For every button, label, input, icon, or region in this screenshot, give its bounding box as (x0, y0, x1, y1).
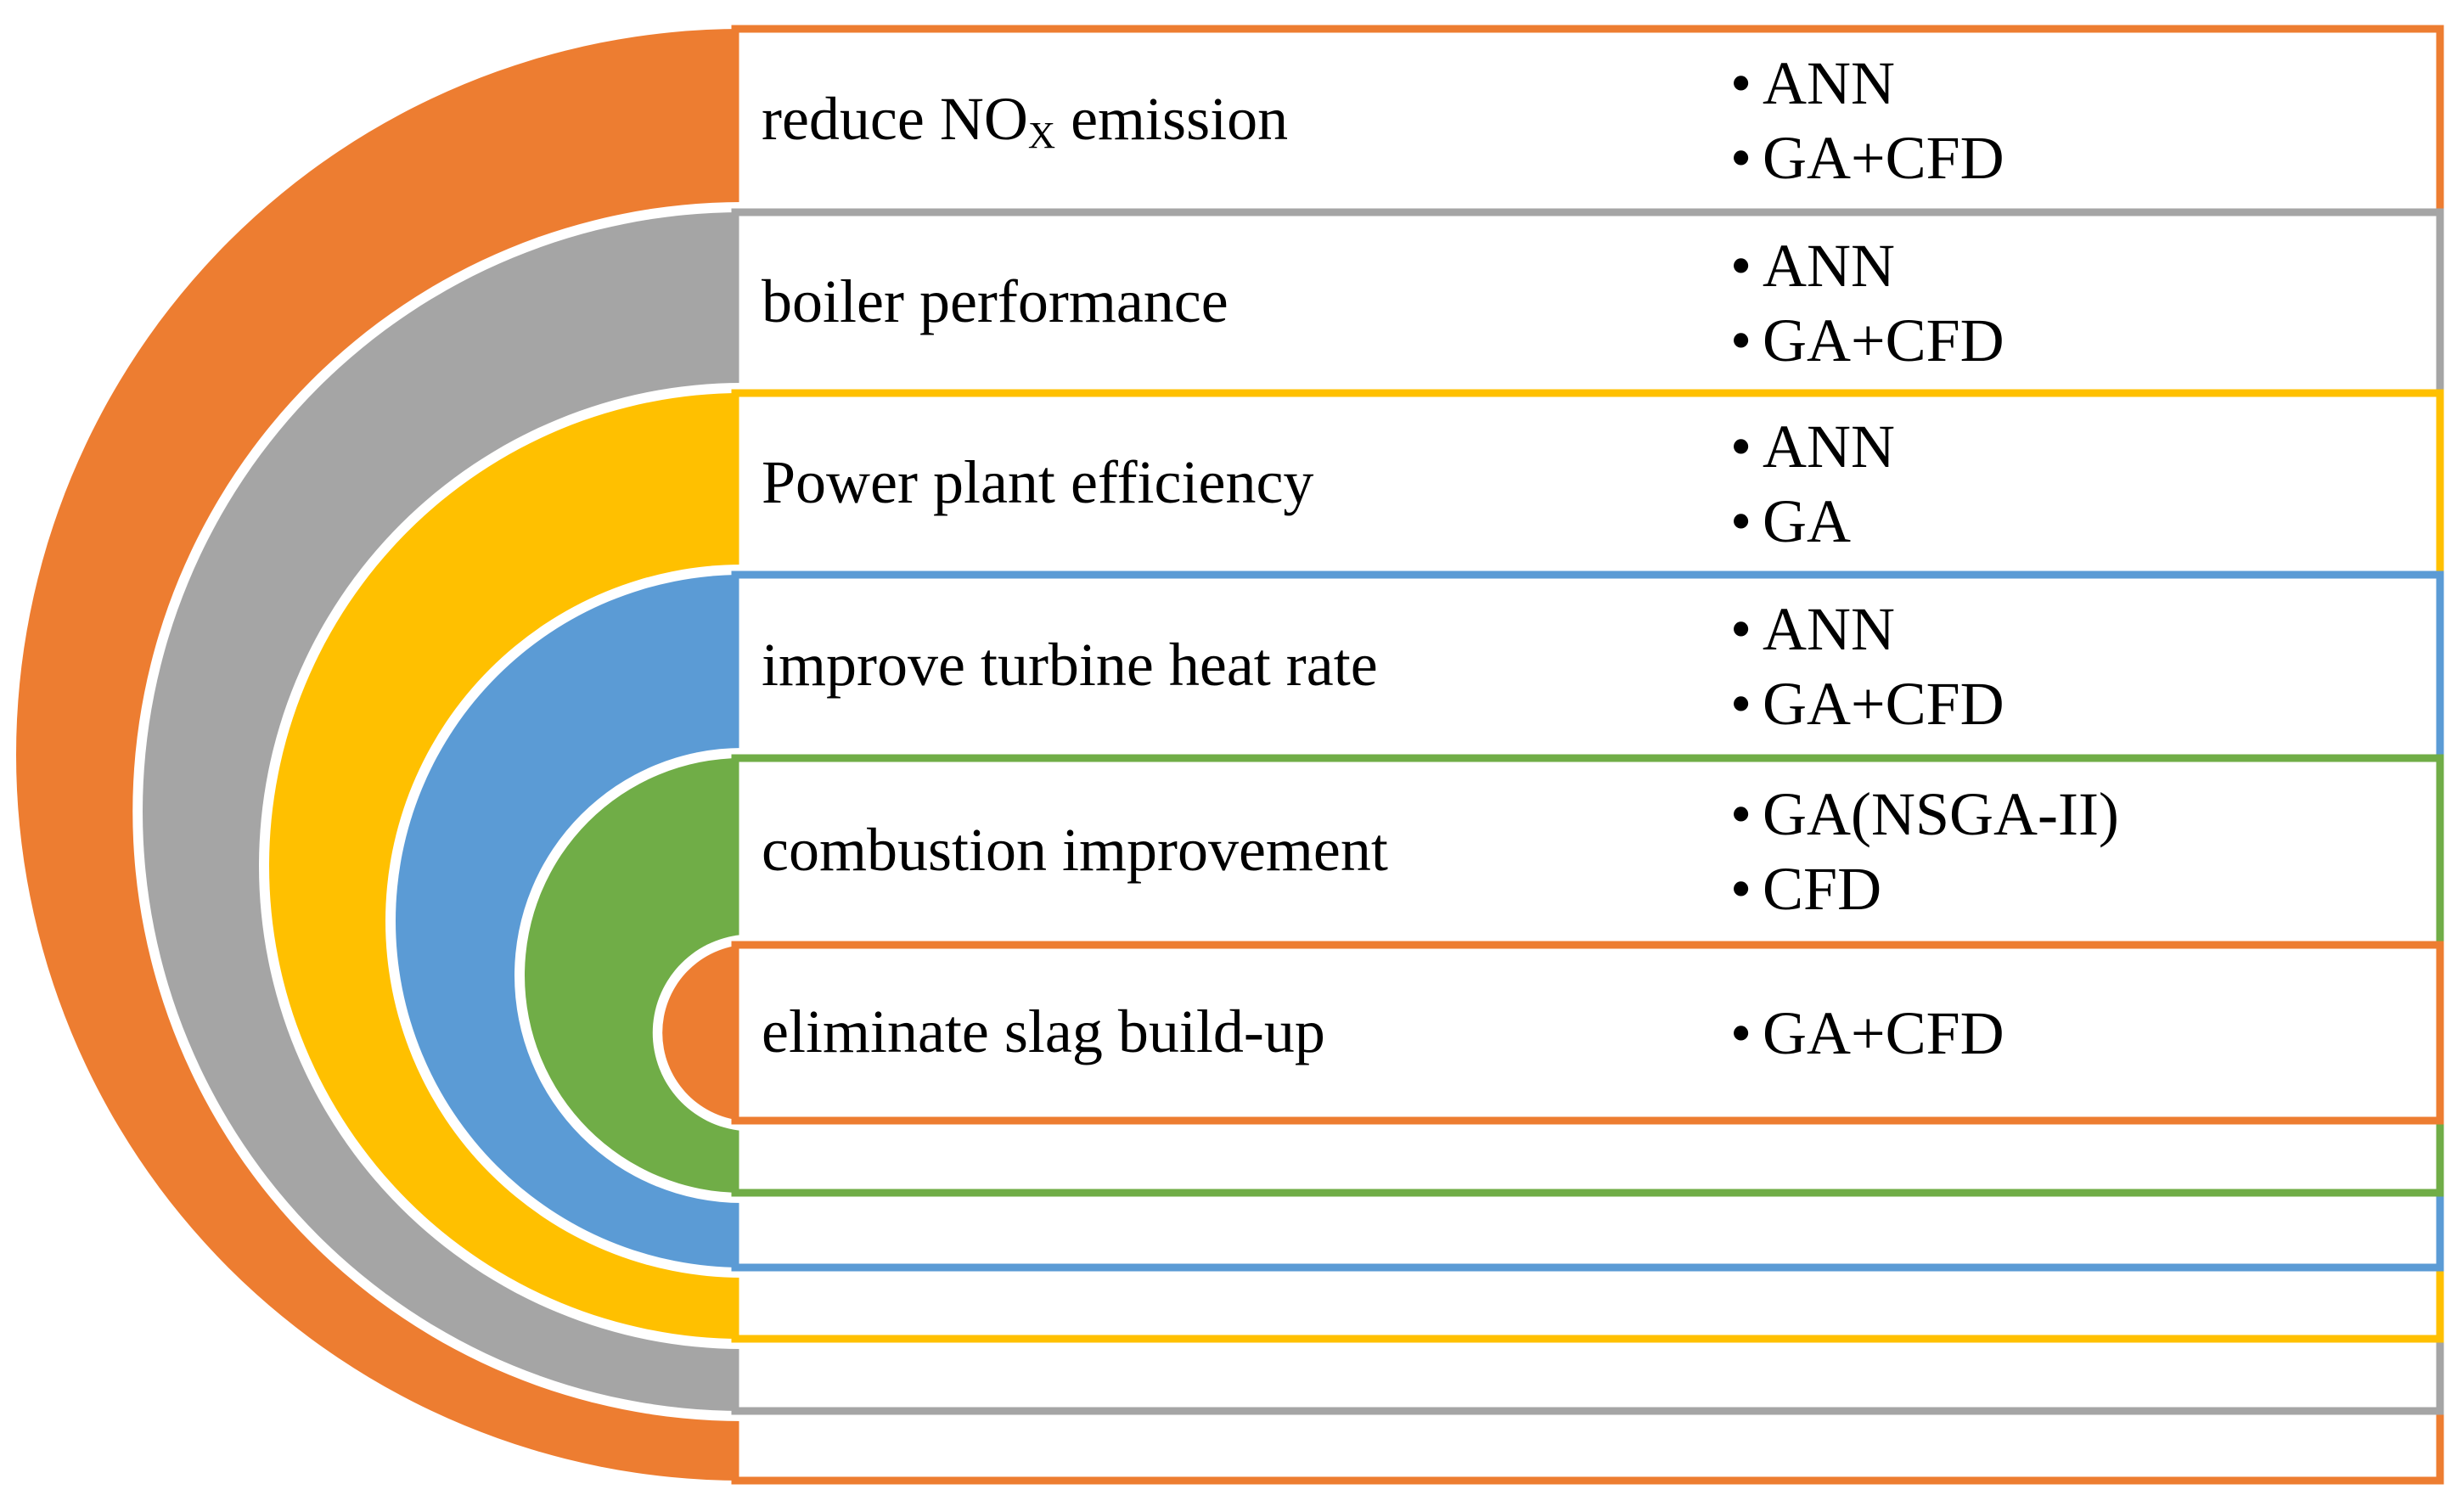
method-list: • ANN • GA+CFD (1730, 228, 2004, 378)
row-label: improve turbine heat rate (762, 631, 1378, 700)
method-item: • GA+CFD (1730, 303, 2004, 378)
method-label: CFD (1763, 855, 1882, 923)
method-label: ANN (1763, 49, 1895, 117)
row-improve-turbine-heat-rate: improve turbine heat rate • ANN • GA+CFD (735, 575, 2440, 758)
row-box-reduce-nox (731, 25, 2444, 216)
row-label: combustion improvement (762, 816, 1388, 885)
method-label: GA+CFD (1763, 306, 2004, 374)
bullet-icon: • (1730, 780, 1752, 848)
method-list: • GA(NSGA-II) • CFD (1730, 777, 2119, 926)
method-label: GA(NSGA-II) (1763, 780, 2119, 848)
method-label: GA (1763, 487, 1851, 555)
empty-row-gray (731, 1335, 2444, 1415)
bullet-icon: • (1730, 413, 1752, 481)
method-label: ANN (1763, 231, 1895, 300)
row-combustion-improvement: combustion improvement • GA(NSGA-II) • C… (735, 758, 2440, 945)
row-power-plant-efficiency: Power plant efficiency • ANN • GA (735, 393, 2440, 575)
row-label: boiler performance (762, 267, 1228, 335)
method-item: • GA+CFD (1730, 666, 2004, 741)
method-label: ANN (1763, 413, 1895, 481)
row-boiler-performance: boiler performance • ANN • GA+CFD (735, 212, 2440, 393)
empty-row-yellow (731, 1263, 2444, 1343)
method-item: • ANN (1730, 592, 2004, 666)
bullet-icon: • (1730, 124, 1752, 192)
method-item: • GA+CFD (1730, 996, 2004, 1071)
ring-disc-orange-inner (662, 945, 742, 1121)
bullet-icon: • (1730, 49, 1752, 117)
row-eliminate-slag: eliminate slag build-up • GA+CFD (735, 945, 2440, 1121)
method-label: GA+CFD (1763, 124, 2004, 192)
bullet-icon: • (1730, 670, 1752, 738)
method-list: • GA+CFD (1730, 996, 2004, 1071)
method-item: • GA(NSGA-II) (1730, 777, 2119, 852)
row-box-boiler-performance (731, 208, 2444, 397)
empty-row-blue (731, 1189, 2444, 1272)
method-item: • GA+CFD (1730, 121, 2004, 195)
method-item: • ANN (1730, 46, 2004, 121)
row-box-improve-turbine-heat-rate (731, 571, 2444, 762)
empty-row-green (731, 1116, 2444, 1197)
method-list: • ANN • GA+CFD (1730, 592, 2004, 741)
row-reduce-nox: reduce NOX emission • ANN • GA+CFD (735, 29, 2440, 212)
bullet-icon: • (1730, 487, 1752, 555)
method-list: • ANN • GA (1730, 409, 1895, 559)
bullet-icon: • (1730, 998, 1752, 1067)
bullet-icon: • (1730, 855, 1752, 923)
method-item: • CFD (1730, 852, 2119, 926)
method-item: • ANN (1730, 409, 1895, 484)
empty-row-orange (731, 1407, 2444, 1485)
row-label: reduce NOX emission (762, 85, 1289, 157)
method-label: ANN (1763, 595, 1895, 663)
bullet-icon: • (1730, 231, 1752, 300)
row-box-eliminate-slag (731, 941, 2444, 1125)
method-item: • ANN (1730, 228, 2004, 303)
bullet-icon: • (1730, 595, 1752, 663)
method-label: GA+CFD (1763, 998, 2004, 1067)
row-box-power-plant-efficiency (731, 389, 2444, 579)
method-label: GA+CFD (1763, 670, 2004, 738)
bullet-icon: • (1730, 306, 1752, 374)
method-item: • GA (1730, 484, 1895, 559)
row-label: Power plant efficiency (762, 448, 1314, 517)
method-list: • ANN • GA+CFD (1730, 46, 2004, 195)
row-label: eliminate slag build-up (762, 997, 1325, 1065)
